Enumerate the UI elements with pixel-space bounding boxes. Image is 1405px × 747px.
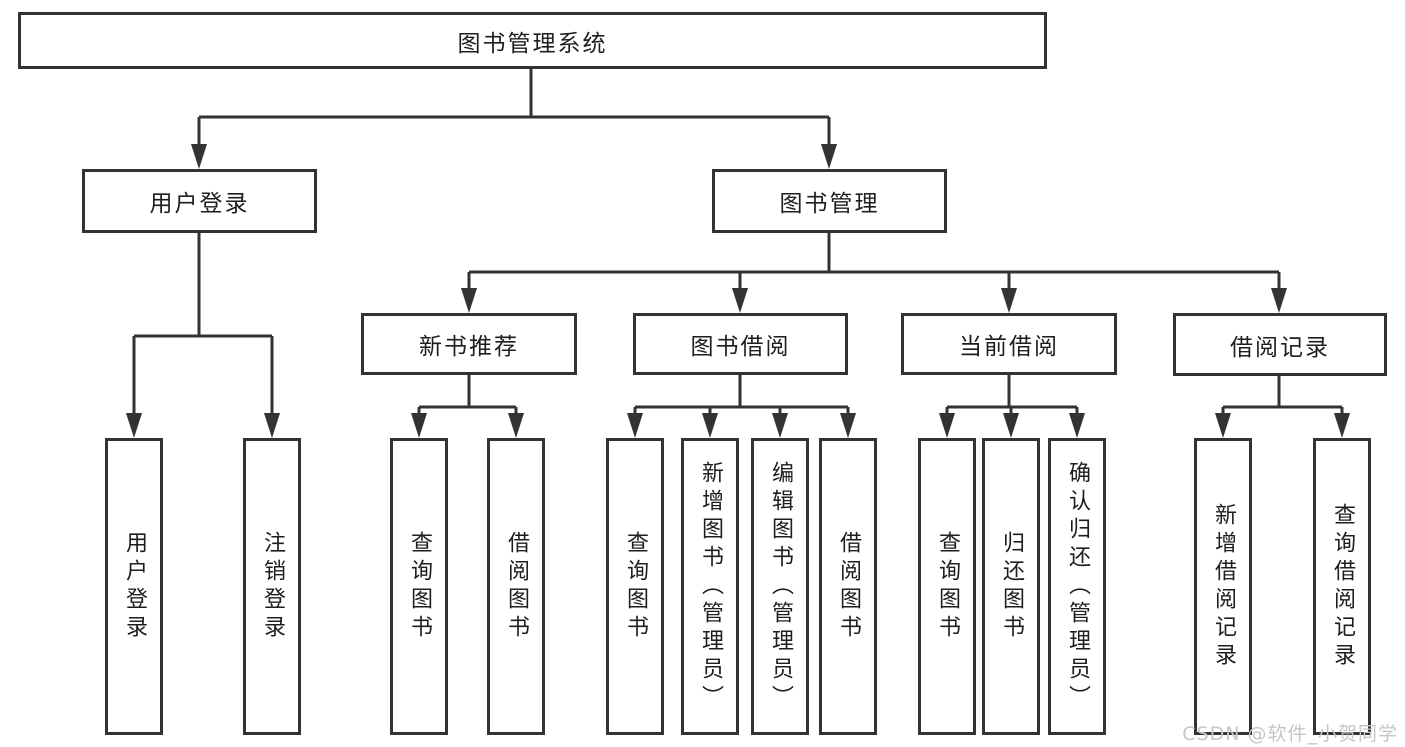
node-library-management-system: 图书管理系统 bbox=[18, 12, 1047, 69]
node-leaf-query-books-borrow: 查询图书 bbox=[606, 438, 664, 735]
csdn-watermark: CSDN @软件_小贺同学 bbox=[1182, 723, 1398, 745]
node-borrow-records: 借阅记录 bbox=[1173, 313, 1387, 376]
node-leaf-add-books-admin: 新增图书（管理员） bbox=[681, 438, 739, 735]
node-user-login: 用户登录 bbox=[82, 169, 317, 233]
node-book-borrow: 图书借阅 bbox=[633, 313, 848, 375]
node-leaf-add-borrow-record: 新增借阅记录 bbox=[1194, 438, 1252, 735]
node-leaf-query-books-current: 查询图书 bbox=[918, 438, 976, 735]
node-leaf-borrow-books: 借阅图书 bbox=[819, 438, 877, 735]
node-leaf-confirm-return-admin: 确认归还（管理员） bbox=[1048, 438, 1106, 735]
node-new-book-recommend: 新书推荐 bbox=[361, 313, 577, 375]
node-leaf-query-borrow-record: 查询借阅记录 bbox=[1313, 438, 1371, 735]
node-leaf-query-books-recommend: 查询图书 bbox=[390, 438, 448, 735]
node-current-borrow: 当前借阅 bbox=[901, 313, 1117, 375]
node-book-management: 图书管理 bbox=[712, 169, 947, 233]
node-leaf-return-books: 归还图书 bbox=[982, 438, 1040, 735]
node-leaf-logout: 注销登录 bbox=[243, 438, 301, 735]
arrowhead-icons bbox=[126, 144, 1350, 438]
node-leaf-user-login: 用户登录 bbox=[105, 438, 163, 735]
node-leaf-borrow-books-recommend: 借阅图书 bbox=[487, 438, 545, 735]
node-leaf-edit-books-admin: 编辑图书（管理员） bbox=[751, 438, 809, 735]
